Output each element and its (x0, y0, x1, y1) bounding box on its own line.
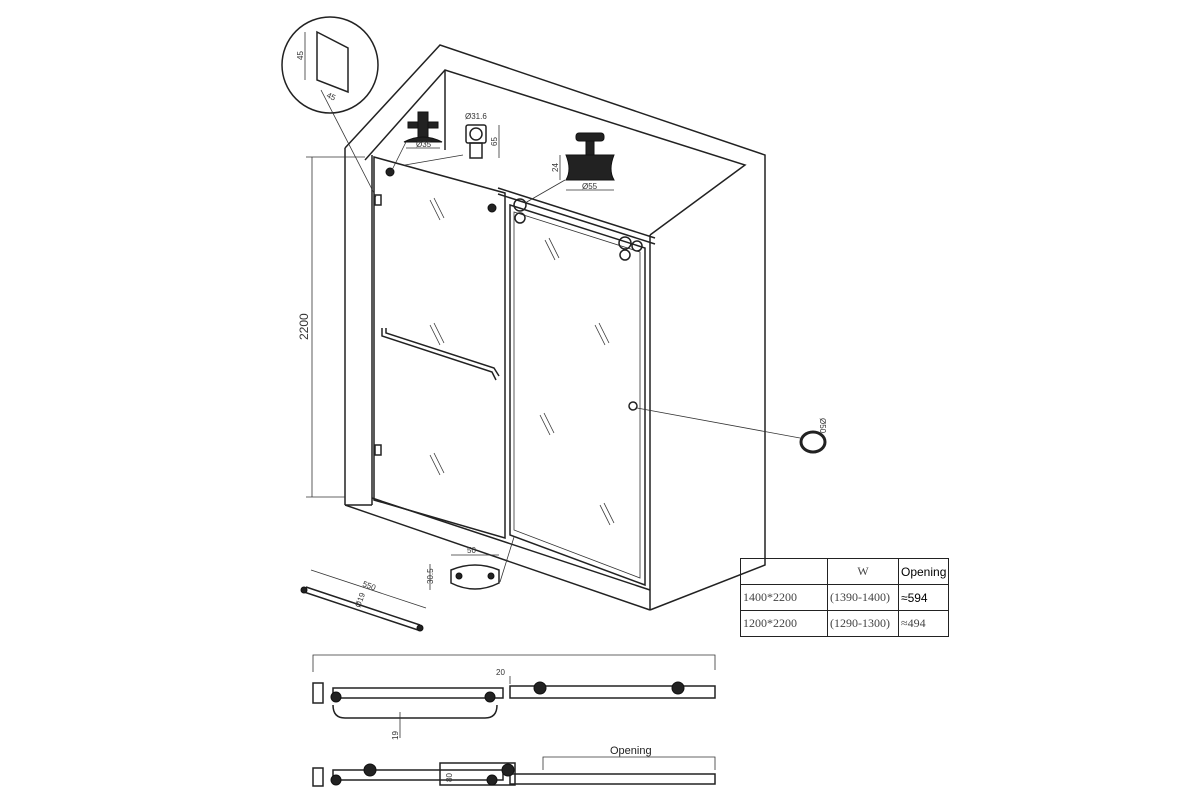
roller-dim: Ø55 (582, 182, 598, 191)
corner-detail: 45 45 (281, 16, 379, 198)
cell-size: 1400*2200 (740, 584, 828, 611)
roller-height-dim: 24 (551, 163, 560, 172)
handle-length-dim: 550 (361, 579, 377, 592)
towel-bar (381, 328, 500, 381)
stopper-dim: Ø31.6 (465, 112, 487, 121)
corner-dim-a: 45 (296, 51, 305, 60)
stopper-height-dim: 65 (490, 137, 499, 146)
top-fixing-detail: Ø35 Ø31.6 65 (391, 111, 500, 171)
knob-dim: Ø50 (818, 418, 827, 434)
plan-offset-dim: 20 (496, 668, 505, 677)
floor-guide-detail: 50 30.5 (426, 546, 500, 590)
header-opening: Opening (897, 558, 950, 585)
corner-dim-b: 45 (325, 91, 337, 103)
table-header-row: W Opening (740, 558, 950, 585)
cell-opening: ≈594 (897, 584, 950, 611)
knob-detail: Ø50 (799, 418, 827, 454)
door-knob (628, 401, 638, 411)
spec-table: W Opening 1400*2200 (1390-1400) ≈594 120… (740, 558, 950, 637)
plan-view-closed: 20 19 (312, 654, 716, 740)
table-row: 1200*2200 (1290-1300) ≈494 (740, 610, 950, 637)
guide-height-dim: 30.5 (426, 568, 435, 584)
header-w: W (827, 558, 899, 585)
table-row: 1400*2200 (1390-1400) ≈594 (740, 584, 950, 611)
fixed-glass-panel (373, 156, 506, 539)
cell-opening: ≈494 (897, 610, 950, 637)
opening-label: Opening (610, 745, 652, 757)
cell-size: 1200*2200 (740, 610, 828, 637)
cell-w: (1390-1400) (827, 584, 899, 611)
plan-handle-dim: 19 (391, 731, 400, 740)
header-size (740, 558, 828, 585)
plan-gap-dim: 80 (445, 773, 454, 782)
sliding-glass-door (497, 187, 801, 587)
plan-view-open: Opening 80 (312, 745, 716, 787)
roller-detail: Ø55 24 (524, 132, 615, 204)
height-dimension: 2200 (297, 313, 311, 340)
cell-w: (1290-1300) (827, 610, 899, 637)
top-fixing-dim: Ø35 (416, 140, 432, 149)
handle-detail: 550 Ø19 (300, 569, 427, 632)
enclosure (344, 44, 766, 611)
guide-width-dim: 50 (467, 546, 476, 555)
